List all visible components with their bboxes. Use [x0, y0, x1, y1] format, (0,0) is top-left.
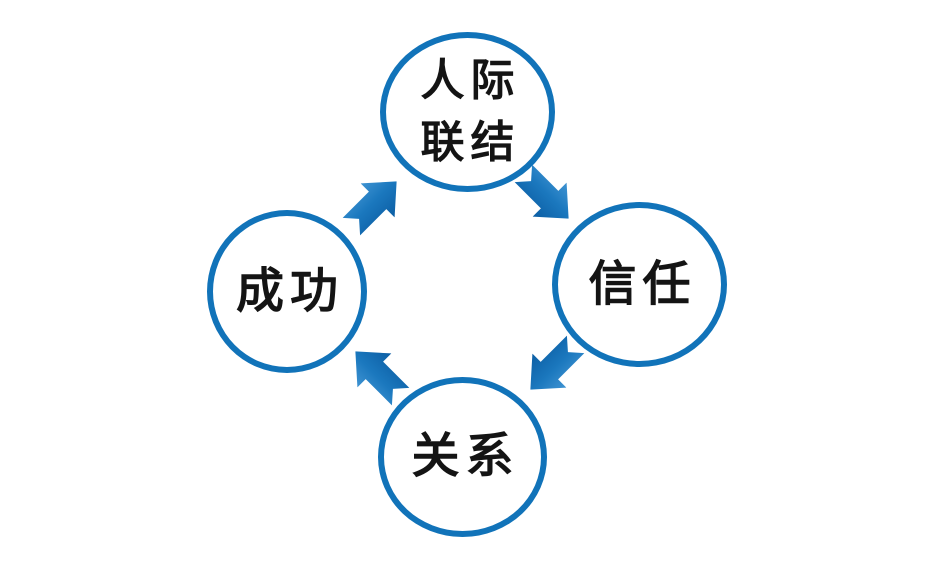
node-trust-label: 信任: [588, 257, 697, 311]
arrow-down-left-icon: [513, 327, 592, 406]
node-interpersonal-connection: 人际 联结: [380, 32, 555, 192]
arrow-up-left-icon: [338, 334, 417, 413]
arrow-up-right-icon: [334, 164, 413, 243]
node-relationship-label: 关系: [411, 430, 520, 484]
node-interpersonal-connection-label: 人际 联结: [420, 56, 521, 167]
node-relationship: 关系: [378, 377, 547, 537]
node-success: 成功: [207, 210, 367, 373]
arrow-down-right-icon: [506, 156, 585, 235]
node-success-label: 成功: [235, 264, 344, 318]
node-trust: 信任: [552, 202, 727, 367]
